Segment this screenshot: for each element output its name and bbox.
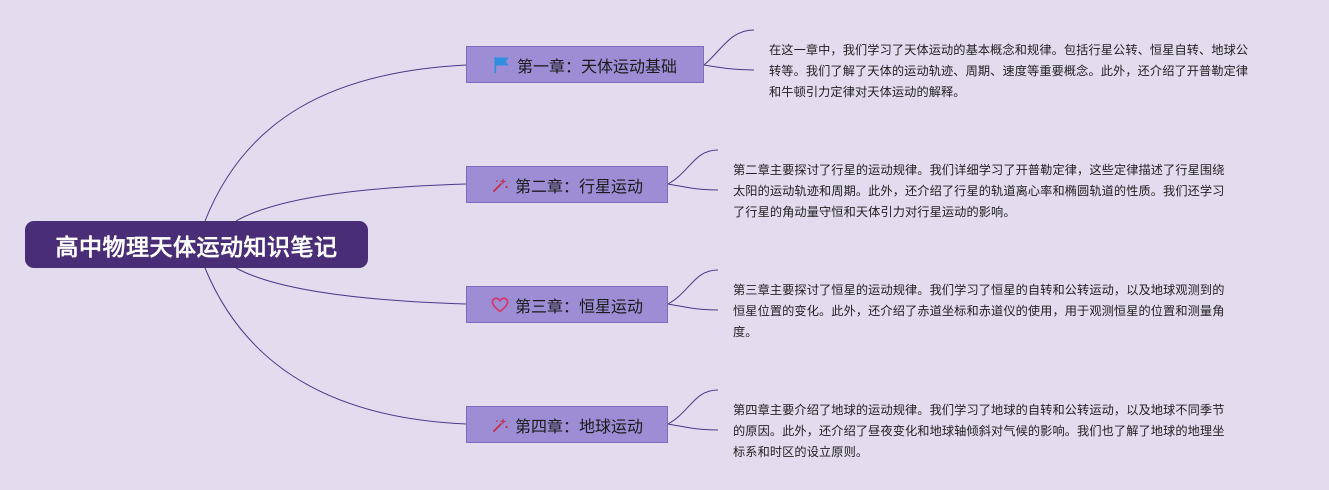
sparkle-icon: [491, 176, 509, 194]
chapter-1-summary: 在这一章中，我们学习了天体运动的基本概念和规律。包括行星公转、恒星自转、地球公转…: [769, 43, 1249, 99]
chapter-3-node[interactable]: 第三章：恒星运动: [466, 286, 668, 323]
sparkle-icon: [491, 416, 509, 434]
chapter-4-title: 第四章：地球运动: [514, 416, 643, 436]
chapter-4-summary: 第四章主要介绍了地球的运动规律。我们学习了地球的自转和公转运动，以及地球不同季节…: [733, 403, 1225, 459]
link-ch1-summary-bottom: [703, 64, 755, 71]
chapter-1-title: 第一章：天体运动基础: [516, 56, 677, 76]
link-ch2-summary-top: [667, 149, 719, 185]
link-root-ch3: [235, 267, 467, 305]
chapter-1-node[interactable]: 第一章：天体运动基础: [466, 46, 704, 83]
link-ch2-summary-bottom: [667, 183, 719, 191]
chapter-2-node[interactable]: 第二章：行星运动: [466, 166, 668, 203]
chapter-3-title: 第三章：恒星运动: [514, 296, 643, 316]
link-ch4-summary-top: [667, 389, 719, 425]
chapter-3-summary: 第三章主要探讨了恒星的运动规律。我们学习了恒星的自转和公转运动，以及地球观测到的…: [733, 283, 1225, 339]
flag-icon: [493, 56, 511, 74]
link-ch1-summary-top: [703, 29, 755, 66]
link-ch4-summary-bottom: [667, 423, 719, 431]
chapter-4-node[interactable]: 第四章：地球运动: [466, 406, 668, 443]
root-topic[interactable]: 高中物理天体运动知识笔记: [25, 221, 368, 268]
link-root-ch4: [204, 267, 467, 425]
chapter-2-summary: 第二章主要探讨了行星的运动规律。我们详细学习了开普勒定律，这些定律描述了行星围绕…: [733, 163, 1225, 219]
link-root-ch2: [235, 183, 467, 222]
chapter-2-title: 第二章：行星运动: [514, 176, 643, 196]
link-ch3-summary-bottom: [667, 303, 719, 311]
heart-icon: [491, 296, 509, 314]
link-ch3-summary-top: [667, 269, 719, 305]
link-root-ch1: [204, 64, 467, 222]
